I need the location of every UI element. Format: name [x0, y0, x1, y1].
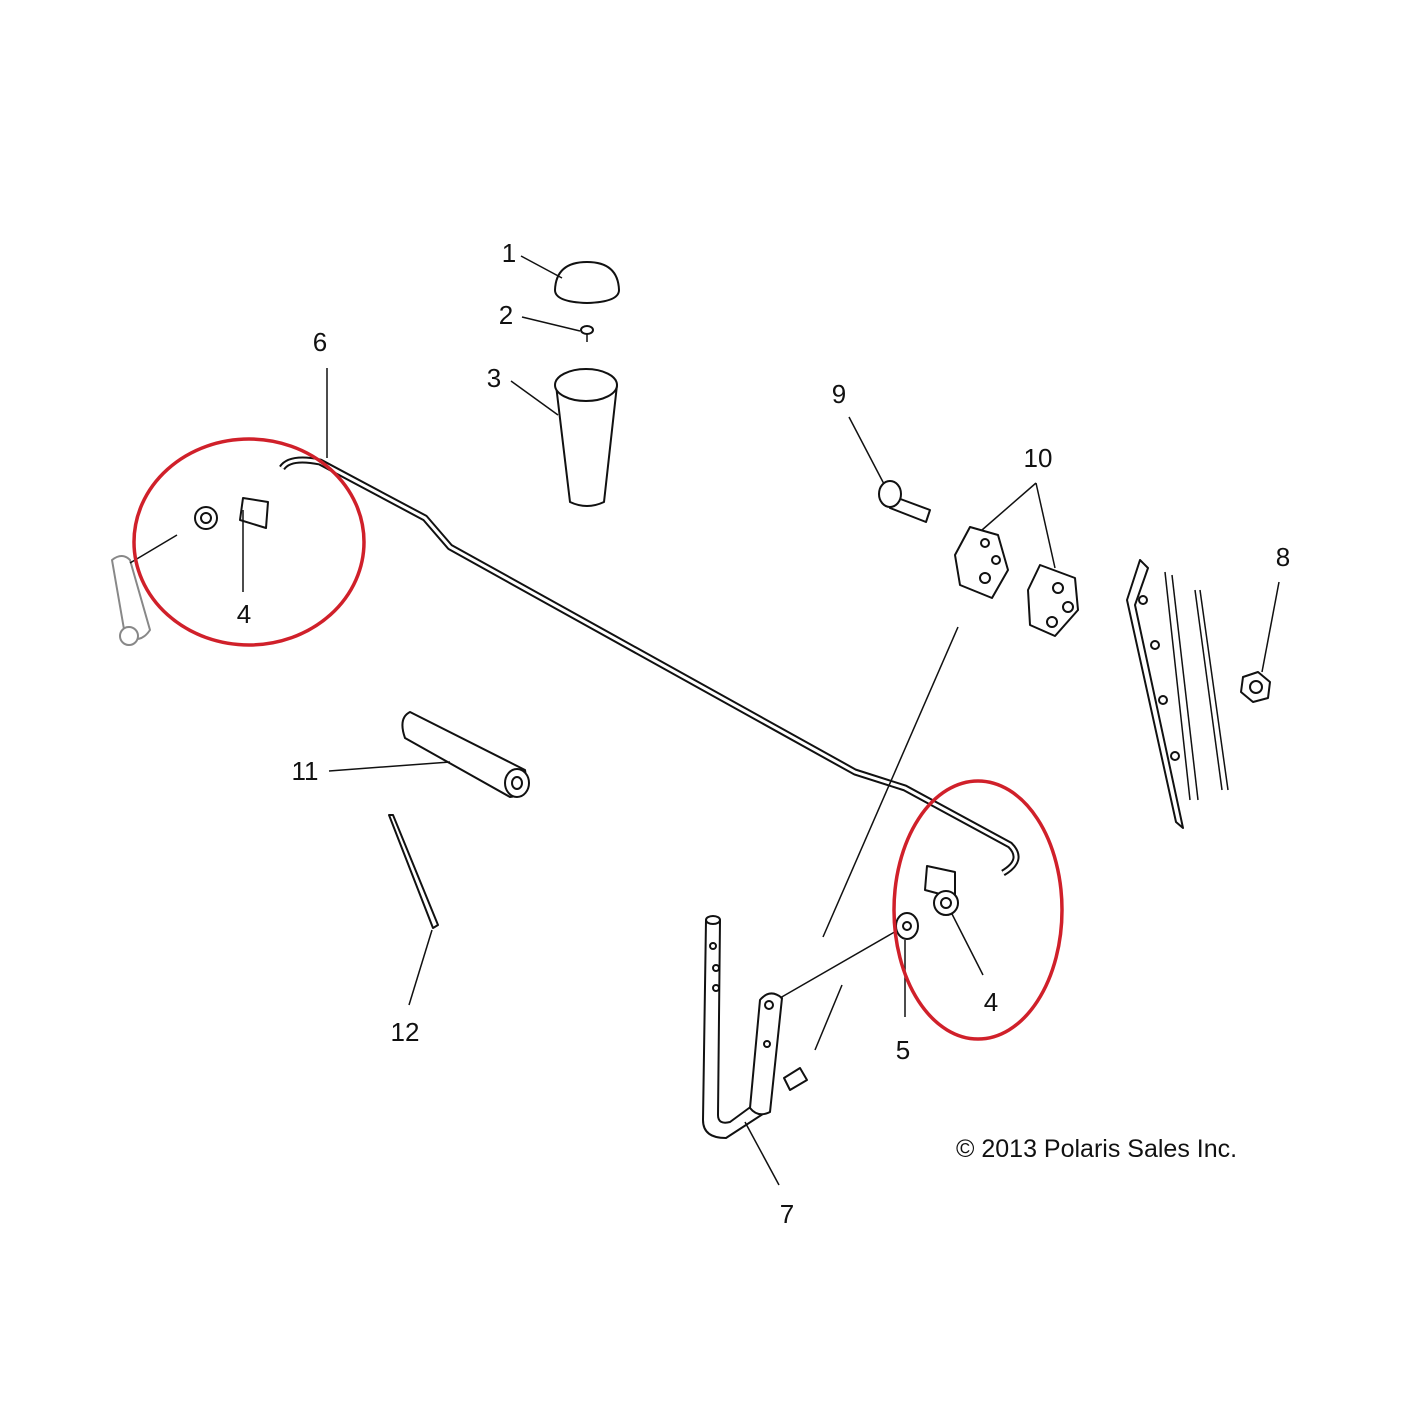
callout-12: 12 — [391, 1017, 420, 1047]
part-4-clip-right — [924, 865, 984, 976]
callout-4-left: 4 — [237, 599, 251, 629]
part-2-screw — [521, 316, 594, 342]
callout-3: 3 — [487, 363, 501, 393]
copyright-notice: © 2013 Polaris Sales Inc. — [956, 1135, 1237, 1163]
highlight-circle-right — [892, 779, 1064, 1041]
part-8-nut — [1240, 581, 1280, 703]
callout-4-right: 4 — [984, 987, 998, 1017]
callout-7: 7 — [780, 1199, 794, 1229]
callout-1: 1 — [502, 238, 516, 268]
bracket-plate — [1126, 559, 1229, 829]
part-12-pin — [388, 814, 439, 1006]
part-10-bushings — [954, 482, 1079, 637]
part-4-clip-left — [111, 497, 269, 646]
part-1-cap — [520, 255, 620, 304]
callout-8: 8 — [1276, 542, 1290, 572]
part-3-shift-knob — [510, 368, 618, 507]
part-5-washer — [895, 912, 919, 1017]
highlight-circle-left — [132, 437, 366, 647]
part-7-lever — [702, 626, 959, 1186]
part-11-sleeve — [328, 711, 530, 798]
part-6-rod — [279, 368, 1020, 877]
callout-10: 10 — [1024, 443, 1053, 473]
part-9-bolt — [848, 416, 931, 523]
callout-6: 6 — [313, 327, 327, 357]
callout-11: 11 — [292, 756, 319, 786]
callout-9: 9 — [832, 379, 846, 409]
callout-5: 5 — [896, 1035, 910, 1065]
callout-2: 2 — [499, 300, 513, 330]
